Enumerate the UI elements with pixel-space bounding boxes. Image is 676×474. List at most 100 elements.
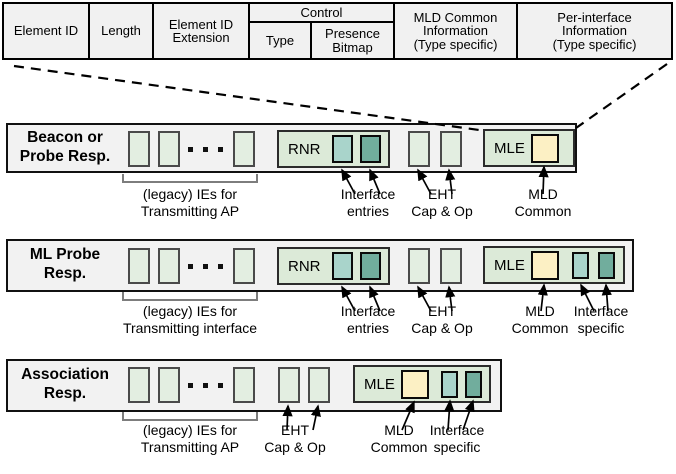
interface-specific-label: Interface specific bbox=[574, 303, 628, 336]
eht-cap-op-box bbox=[308, 367, 330, 403]
eht-cap-op-box bbox=[408, 131, 430, 167]
bracket-association bbox=[122, 412, 258, 421]
eht-line2: Cap & Op bbox=[264, 438, 326, 455]
dashed-line-left bbox=[13, 64, 480, 132]
interface-specific-line1: Interface bbox=[573, 303, 629, 319]
eht-cap-op-label: EHT Cap & Op bbox=[411, 303, 472, 336]
mle-element-structure-table: Element ID Length Element ID Extension C… bbox=[2, 2, 673, 60]
legacy-ies-label: (legacy) IEs for Transmitting AP bbox=[141, 186, 239, 219]
interface-entry-chip-light bbox=[332, 135, 353, 163]
ellipsis-icon bbox=[188, 147, 223, 152]
cell-mld-common-line3: (Type specific) bbox=[413, 36, 498, 52]
mld-common-line1: MLD bbox=[528, 186, 558, 202]
association-title-line2: Resp. bbox=[43, 385, 87, 402]
association-frame-title: Association Resp. bbox=[8, 365, 122, 403]
mld-common-label: MLD Common bbox=[371, 422, 428, 455]
interface-specific-line2: specific bbox=[433, 438, 481, 455]
cell-element-id-extension-line2: Extension bbox=[172, 30, 230, 45]
eht-cap-op-box bbox=[440, 248, 462, 284]
rnr-label: RNR bbox=[288, 140, 321, 158]
cell-mld-common-line2: Information bbox=[422, 23, 489, 39]
rnr-label: RNR bbox=[288, 257, 321, 275]
ml-probe-title-line1: ML bbox=[29, 246, 52, 263]
mld-common-line2: Common bbox=[370, 438, 428, 455]
legacy-ies-line2: Transmitting AP bbox=[140, 202, 240, 219]
interface-entry-chip-dark bbox=[360, 252, 381, 280]
eht-cap-op-label: EHT Cap & Op bbox=[411, 186, 472, 219]
eht-cap-op-box bbox=[408, 248, 430, 284]
dashed-line-right bbox=[575, 63, 668, 129]
mld-common-label: MLD Common bbox=[512, 303, 569, 336]
bracket-ml-probe bbox=[122, 292, 258, 301]
cell-per-interface-line3: (Type specific) bbox=[552, 36, 637, 52]
ml-probe-frame-title: ML Probe Resp. bbox=[8, 245, 122, 283]
cell-element-id-extension: Element ID Extension bbox=[154, 4, 248, 58]
mle-label: MLE bbox=[364, 375, 395, 393]
cell-per-interface-information: Per-interface Information (Type specific… bbox=[518, 4, 671, 58]
mld-common-chip bbox=[531, 251, 559, 280]
mle-label: MLE bbox=[494, 256, 525, 274]
interface-specific-chip-dark bbox=[598, 252, 615, 279]
cell-control: Control bbox=[250, 4, 393, 21]
eht-line1: EHT bbox=[427, 186, 456, 202]
mld-common-line2: Common bbox=[511, 319, 569, 336]
cell-mld-common-line1: MLD Common bbox=[413, 9, 498, 25]
interface-entries-line2: entries bbox=[346, 319, 390, 336]
mle-label: MLE bbox=[494, 139, 525, 157]
legacy-ie-box bbox=[233, 131, 255, 167]
mld-common-chip bbox=[401, 370, 429, 399]
interface-entry-chip-light bbox=[332, 252, 353, 280]
cell-type: Type bbox=[250, 23, 310, 58]
ellipsis-icon bbox=[188, 264, 223, 269]
mld-common-line2: Common bbox=[514, 202, 572, 219]
legacy-ie-box bbox=[158, 367, 180, 403]
legacy-ies-line2: Transmitting interface bbox=[122, 319, 258, 336]
eht-cap-op-box bbox=[440, 131, 462, 167]
interface-specific-line1: Interface bbox=[429, 422, 485, 438]
table-expansion-dashed-lines bbox=[13, 63, 668, 132]
cell-presence-bitmap: Presence Bitmap bbox=[312, 23, 393, 58]
cell-per-interface-line2: Information bbox=[561, 23, 628, 39]
beacon-title-line1: Beacon or bbox=[27, 129, 103, 146]
beacon-title-line2: Probe Resp. bbox=[19, 148, 111, 165]
legacy-ie-box bbox=[233, 248, 255, 284]
ellipsis-icon bbox=[188, 383, 223, 388]
interface-specific-chip-dark bbox=[465, 371, 482, 398]
cell-presence-bitmap-line2: Bitmap bbox=[332, 39, 373, 55]
eht-line2: Cap & Op bbox=[411, 319, 473, 336]
mld-common-line1: MLD bbox=[384, 422, 414, 438]
mle-element-container: MLE bbox=[483, 129, 575, 167]
eht-cap-op-label: EHT Cap & Op bbox=[264, 422, 325, 455]
interface-entries-line2: entries bbox=[346, 202, 390, 219]
cell-per-interface-line1: Per-interface bbox=[557, 9, 632, 25]
bracket-beacon bbox=[122, 174, 258, 183]
interface-entry-chip-dark bbox=[360, 135, 381, 163]
cell-element-id: Element ID bbox=[4, 4, 88, 58]
interface-specific-chip-light bbox=[441, 371, 458, 398]
interface-specific-label: Interface specific bbox=[430, 422, 484, 455]
interface-entries-line1: Interface bbox=[340, 186, 396, 202]
mld-common-label: MLD Common bbox=[515, 186, 572, 219]
legacy-ies-line1: (legacy) IEs for bbox=[142, 422, 238, 438]
legacy-ie-box bbox=[233, 367, 255, 403]
mld-common-line1: MLD bbox=[525, 303, 555, 319]
association-title-line1: Association bbox=[21, 366, 109, 383]
legacy-ies-label: (legacy) IEs for Transmitting AP bbox=[141, 422, 239, 455]
interface-entries-label: Interface entries bbox=[341, 303, 395, 336]
eht-cap-op-box bbox=[278, 367, 300, 403]
legacy-ie-box bbox=[128, 248, 150, 284]
interface-entries-label: Interface entries bbox=[341, 186, 395, 219]
cell-element-id-extension-line1: Element ID bbox=[168, 16, 234, 32]
legacy-ies-line1: (legacy) IEs for bbox=[142, 303, 238, 319]
legacy-ies-line2: Transmitting AP bbox=[140, 438, 240, 455]
legacy-ie-box bbox=[128, 131, 150, 167]
eht-line1: EHT bbox=[280, 422, 309, 438]
legacy-ies-line1: (legacy) IEs for bbox=[142, 186, 238, 202]
eht-line2: Cap & Op bbox=[411, 202, 473, 219]
interface-entries-line1: Interface bbox=[340, 303, 396, 319]
cell-length: Length bbox=[90, 4, 152, 58]
interface-specific-line2: specific bbox=[577, 319, 625, 336]
interface-specific-chip-light bbox=[572, 252, 589, 279]
ml-probe-title-line2: Probe Resp. bbox=[43, 246, 101, 282]
